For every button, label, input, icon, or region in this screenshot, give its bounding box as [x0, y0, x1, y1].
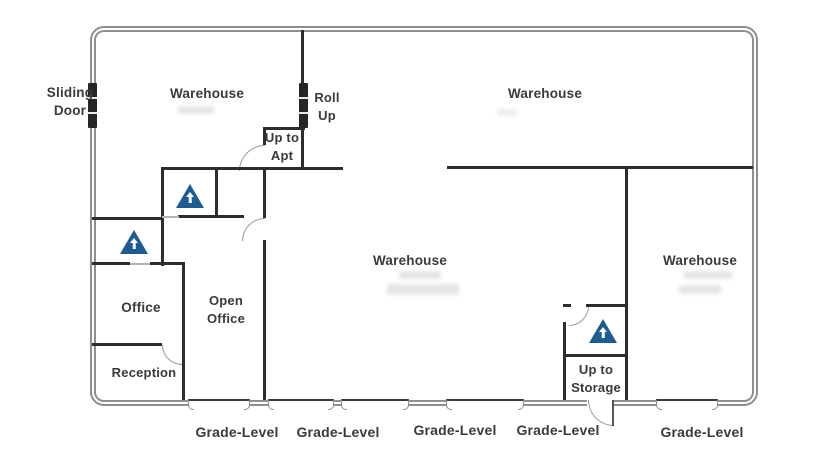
blurred-text	[679, 285, 721, 294]
sliding-door-label: Sliding Door	[46, 85, 94, 118]
wall-apt-top	[263, 127, 305, 130]
roll-up-door-icon	[299, 83, 308, 128]
sliding-door-icon	[88, 83, 97, 128]
blurred-text	[387, 284, 459, 295]
grade-level-door	[341, 398, 409, 410]
wall-storage-left	[563, 322, 566, 400]
wall-horizontal-right	[447, 166, 753, 169]
wall-office-top-right	[150, 262, 185, 265]
wall-storage-top-stub	[563, 304, 571, 307]
stairs-up-arrow-icon	[120, 230, 148, 254]
blurred-text	[684, 271, 732, 279]
blurred-text	[178, 106, 214, 114]
wall-apt-left-stub	[263, 127, 266, 145]
up-to-storage-label: Up to Storage	[571, 362, 621, 395]
grade-level-label: Grade-Level	[660, 424, 744, 440]
grade-level-label: Grade-Level	[195, 424, 279, 440]
wall-stair-room-bottom	[178, 215, 244, 218]
wall-east-warehouse-divider	[625, 166, 628, 400]
grade-level-door	[268, 398, 334, 410]
blurred-text	[399, 271, 441, 279]
grade-level-label: Grade-Level	[413, 422, 497, 438]
room-label-office: Office	[121, 300, 161, 315]
wall-reception-top	[92, 343, 162, 346]
stairs-up-arrow-icon	[589, 319, 617, 343]
door-leaf-storage-entry	[612, 400, 614, 426]
grade-level-label: Grade-Level	[296, 424, 380, 440]
wall-lobby-top	[92, 217, 162, 220]
wall-office-top-left	[92, 262, 130, 265]
room-label-warehouse-center: Warehouse	[372, 253, 448, 268]
wall-office-right	[182, 262, 185, 400]
grade-level-label: Grade-Level	[516, 422, 600, 438]
room-label-warehouse-ne: Warehouse	[507, 86, 583, 101]
door-line-stair-room	[162, 216, 179, 218]
wall-horizontal-left	[161, 167, 343, 170]
up-to-apt-label: Up to Apt	[264, 130, 300, 163]
wall-open-office-right-upper	[263, 167, 266, 218]
grade-level-door	[446, 398, 524, 410]
room-label-warehouse-nw: Warehouse	[169, 86, 245, 101]
room-label-reception: Reception	[111, 365, 177, 380]
wall-open-office-right-lower	[263, 240, 266, 400]
wall-stair-room-right	[215, 167, 218, 218]
roll-up-label: Roll Up	[314, 90, 340, 123]
wall-storage-mid	[563, 354, 626, 357]
room-label-open-office: Open Office	[206, 293, 246, 326]
room-label-warehouse-east: Warehouse	[662, 253, 738, 268]
stairs-up-arrow-icon	[176, 184, 204, 208]
door-line-office	[130, 263, 150, 265]
wall-storage-top	[586, 304, 626, 307]
blurred-text	[497, 109, 517, 116]
grade-level-door	[656, 398, 718, 410]
grade-level-door	[188, 398, 250, 410]
